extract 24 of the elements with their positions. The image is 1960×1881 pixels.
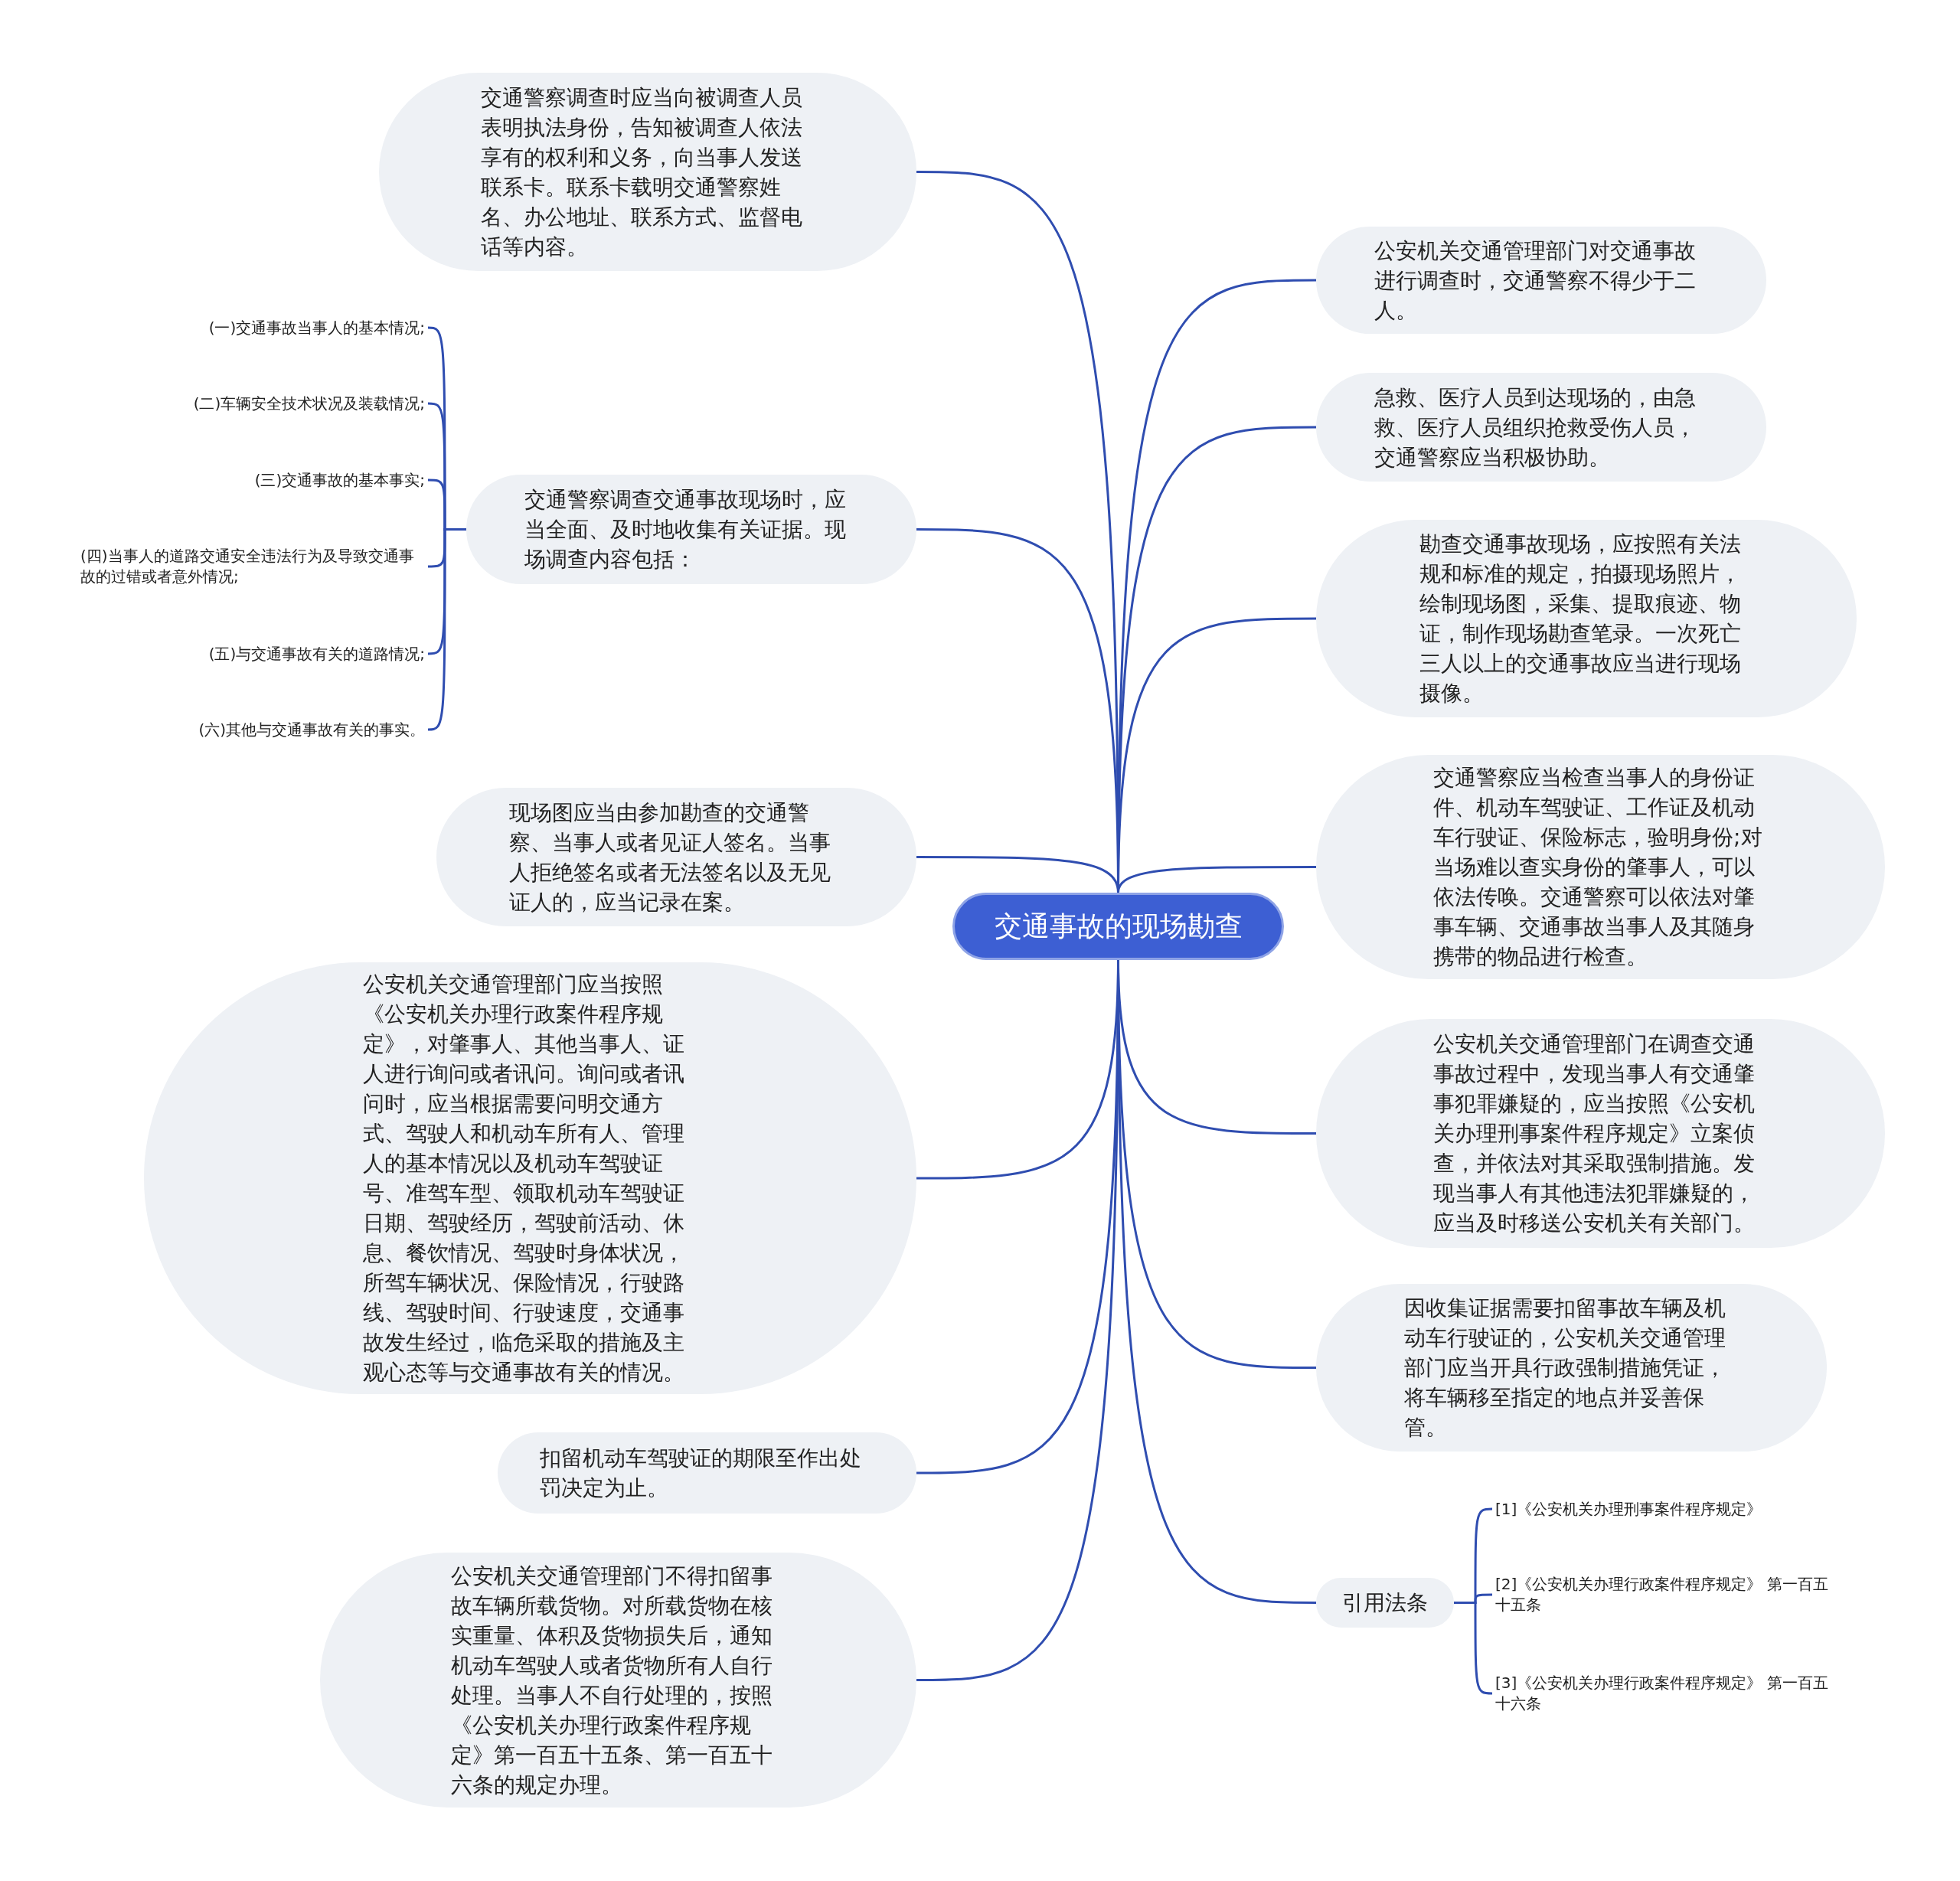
branch-text: [2]《公安机关办理行政案件程序规定》 第一百五十五条 (1495, 1574, 1840, 1615)
topic-text: 扣留机动车驾驶证的期限至作出处罚决定为止。 (540, 1445, 863, 1502)
branch-text: (一)交通事故当事人的基本情况; (208, 317, 425, 338)
branch-text: (二)车辆安全技术状况及装载情况; (193, 393, 425, 414)
topic-text: 急救、医疗人员到达现场的，由急救、医疗人员组织抢救受伤人员，交通警察应当积极协助。 (1374, 384, 1697, 472)
topic-text: 交通警察调查交通事故现场时，应当全面、及时地收集有关证据。现场调查内容包括： (524, 486, 847, 573)
topic-text: 现场图应当由参加勘查的交通警察、当事人或者见证人签名。当事人拒绝签名或者无法签名以及无见证人的，应当记录在案。 (509, 798, 832, 916)
branch-text: [1]《公安机关办理刑事案件程序规定》 (1495, 1498, 1762, 1520)
topic-text: 公安机关交通管理部门在调查交通事故过程中，发现当事人有交通肇事犯罪嫌疑的，应当按照《公安机关办理刑事案件程序规定》立案侦查，并依法对其采取强制措施。发现当事人有其他违法犯罪嫌疑的，应当及时移送公安机关有关部门。 (1433, 1030, 1756, 1237)
branch-text: (六)其他与交通事故有关的事实。 (198, 719, 425, 740)
topic-text: 勘查交通事故现场，应按照有关法规和标准的规定，拍摄现场照片，绘制现场图，采集、提取痕迹、物证，制作现场勘查笔录。一次死亡三人以上的交通事故应当进行现场摄像。 (1419, 531, 1742, 707)
topic-text: 交通警察应当检查当事人的身份证件、机动车驾驶证、工作证及机动车行驶证、保险标志，验明身份;对当场难以查实身份的肇事人，可以依法传唤。交通警察可以依法对肇事车辆、交通事故当事人及其随身携带的物品进行检查。 (1433, 764, 1763, 971)
central-topic-text: 交通事故的现场勘查 (994, 909, 1243, 943)
branch-text: (三)交通事故的基本事实; (254, 469, 425, 491)
topic-text: 交通警察调查时应当向被调查人员表明执法身份，告知被调查人依法享有的权利和义务，向当事人发送联系卡。联系卡载明交通警察姓名、办公地址、联系方式、监督电话等内容。 (480, 83, 803, 261)
branch-text: (五)与交通事故有关的道路情况; (208, 643, 425, 665)
topic-text: 公安机关交通管理部门不得扣留事故车辆所载货物。对所载货物在核实重量、体积及货物损失后，通知机动车驾驶人或者货物所有人自行处理。当事人不自行处理的，按照《公安机关办理行政案件程序规定》第一百五十五条、第一百五十六条的规定办理。 (451, 1562, 774, 1799)
branch-text: [3]《公安机关办理行政案件程序规定》 第一百五十六条 (1495, 1673, 1840, 1714)
topic-text: 公安机关交通管理部门应当按照《公安机关办理行政案件程序规定》，对肇事人、其他当事人、证人进行询问或者讯问。询问或者讯问时，应当根据需要问明交通方式、驾驶人和机动车所有人、管理人的基本情况以及机动车驾驶证号、准驾车型、领取机动车驾驶证日期、驾驶经历，驾驶前活动、休息、餐饮情况、驾驶时身体状况，所驾车辆状况、保险情况，行驶路线、驾驶时间、行驶速度，交通事故发生经过，临危采取的措施及主观心态等与交通事故有关的情况。 (363, 971, 686, 1386)
topic-text: 因收集证据需要扣留事故车辆及机动车行驶证的，公安机关交通管理部门应当开具行政强制措施凭证，将车辆移至指定的地点并妥善保管。 (1404, 1295, 1727, 1442)
topic-text: 引用法条 (1342, 1589, 1428, 1617)
connector-line (1117, 866, 1316, 893)
topic-text: 公安机关交通管理部门对交通事故进行调查时，交通警察不得少于二人。 (1374, 237, 1697, 325)
branch-text: (四)当事人的道路交通安全违法行为及导致交通事故的过错或者意外情况; (80, 546, 425, 587)
